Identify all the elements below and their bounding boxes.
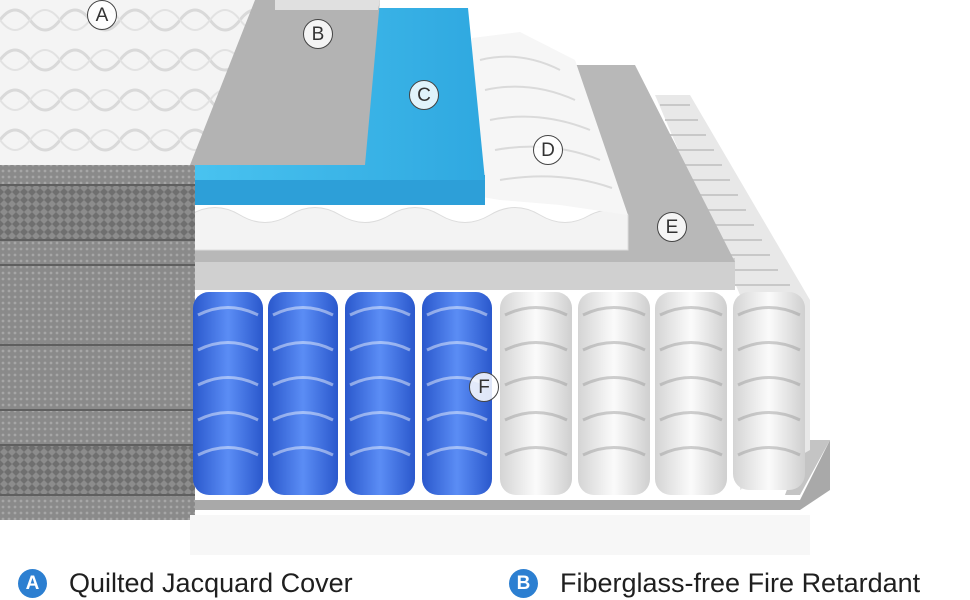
base-platform <box>190 440 830 510</box>
callout-f: F <box>469 372 499 402</box>
mattress-layers-illustration <box>0 0 830 555</box>
coil-white-2 <box>578 292 650 495</box>
coil-blue-4 <box>422 292 492 495</box>
gel-foam-layer <box>190 175 485 205</box>
egg-crate-top <box>470 32 628 215</box>
legend-badge-a: A <box>18 568 47 598</box>
support-foam-layer <box>190 258 735 290</box>
coil-white-4 <box>733 292 805 490</box>
support-foam-top <box>190 65 735 262</box>
pocket-coils <box>193 292 805 495</box>
legend-item-b: B Fiberglass-free Fire Retardant <box>509 566 920 600</box>
coil-blue-3 <box>345 292 415 495</box>
coil-white-3 <box>655 292 727 495</box>
coil-blue-1 <box>193 292 263 495</box>
gel-foam-top <box>190 8 485 180</box>
callout-a: A <box>87 0 117 30</box>
coil-blue-2 <box>268 292 338 495</box>
legend-label-b: Fiberglass-free Fire Retardant <box>560 567 921 598</box>
callout-c: C <box>409 80 439 110</box>
legend-badge-b: B <box>509 568 538 598</box>
callout-b: B <box>303 19 333 49</box>
coil-white-1 <box>500 292 572 495</box>
quilted-cover <box>0 0 255 165</box>
floor-reflection <box>190 515 810 555</box>
egg-crate-foam <box>189 207 629 251</box>
legend-label-a: Quilted Jacquard Cover <box>69 567 353 598</box>
callout-e: E <box>657 212 687 242</box>
callout-d: D <box>533 135 563 165</box>
legend-item-a: A Quilted Jacquard Cover <box>18 566 353 600</box>
